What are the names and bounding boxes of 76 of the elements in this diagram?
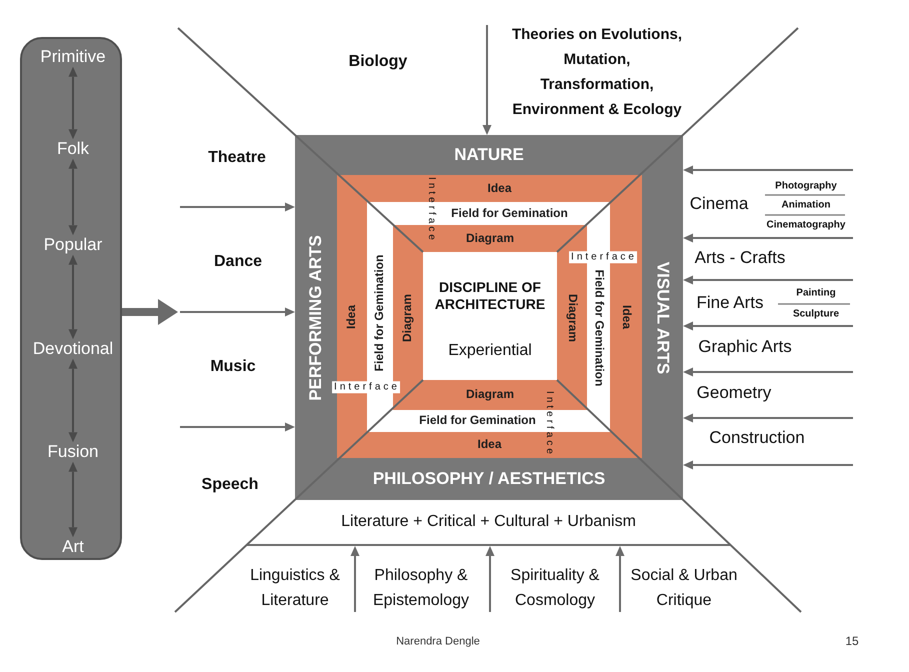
ring-label: Field for Gemination xyxy=(592,270,606,386)
region-label: Philosophy & Epistemology xyxy=(372,566,470,611)
arrow xyxy=(683,276,853,284)
arrow xyxy=(616,546,624,612)
region-label: Spirituality & Cosmology xyxy=(510,566,600,611)
region-label: Speech xyxy=(202,476,258,494)
stage-label: Art xyxy=(62,537,84,557)
sub-label: Cinematography xyxy=(766,219,846,231)
interface-label: Interface xyxy=(543,391,555,457)
double-arrow xyxy=(68,254,78,340)
region-label: Linguistics & Literature xyxy=(249,566,341,611)
center-title: DISCIPLINE OF ARCHITECTURE xyxy=(434,278,546,313)
ring-label: Idea xyxy=(619,304,633,328)
region-label: Arts - Crafts xyxy=(694,248,786,268)
arrow xyxy=(683,322,853,330)
arrow xyxy=(683,166,853,174)
ring-label: Idea xyxy=(478,438,502,452)
ring-label: Diagram xyxy=(565,293,579,342)
arrow xyxy=(180,308,295,316)
double-arrow xyxy=(68,66,78,140)
ring-label: Idea xyxy=(488,182,512,196)
ring-label: Field for Gemination xyxy=(451,206,568,220)
double-arrow xyxy=(68,358,78,442)
sub-label: Photography xyxy=(775,180,837,192)
frame-label: NATURE xyxy=(454,145,524,165)
interface-label: Interface xyxy=(425,177,437,243)
sub-label: Sculpture xyxy=(792,308,840,320)
frame-label: PERFORMING ARTS xyxy=(306,234,326,400)
region-label: Geometry xyxy=(696,383,772,403)
arrow xyxy=(683,234,853,242)
arrow xyxy=(180,422,295,432)
arrow xyxy=(683,460,853,470)
region-label: Fine Arts xyxy=(696,293,764,313)
double-arrow xyxy=(68,158,78,236)
arrow xyxy=(180,202,295,212)
ring-label: Diagram xyxy=(401,293,415,342)
region-label: Biology xyxy=(348,52,408,72)
rounded-panel xyxy=(20,37,122,560)
stage-label: Fusion xyxy=(47,442,99,462)
stage-label: Popular xyxy=(44,235,102,255)
ring-label: Field for Gemination xyxy=(373,254,387,372)
stage-label: Devotional xyxy=(32,339,114,359)
ring-label: Field for Gemination xyxy=(419,414,536,428)
author-name: Narendra Dengle xyxy=(396,636,480,648)
sub-label: Animation xyxy=(782,199,830,211)
region-label: Social & Urban Critique xyxy=(630,566,738,611)
region-label: Graphic Arts xyxy=(698,337,792,357)
frame-label: PHILOSOPHY / AESTHETICS xyxy=(372,469,606,489)
frame-label: VISUAL ARTS xyxy=(652,261,672,374)
note-text: Theories on Evolutions, Mutation, Transformation, Environment & Ecology xyxy=(510,25,684,120)
sub-label: Painting xyxy=(796,287,836,299)
ring-label: Diagram xyxy=(466,232,514,246)
page-number: 15 xyxy=(845,635,859,649)
ring-label: Idea xyxy=(345,304,359,328)
region-label: Music xyxy=(210,358,256,376)
ring-label: Diagram xyxy=(466,388,514,402)
arrow xyxy=(683,368,853,376)
arrow xyxy=(683,414,853,422)
arrow xyxy=(350,546,360,612)
interface-label: Interface xyxy=(332,381,400,393)
region-label: Cinema xyxy=(690,194,748,214)
center-square xyxy=(423,252,557,380)
arrow xyxy=(486,546,494,612)
outer-frame xyxy=(295,135,683,500)
outer-ring xyxy=(337,175,642,458)
interface-label: Interface xyxy=(569,251,637,263)
arrow xyxy=(482,25,492,135)
region-label: Construction xyxy=(709,428,805,448)
stage-label: Folk xyxy=(56,139,90,159)
stage-label: Primitive xyxy=(40,47,106,67)
thick-arrow xyxy=(122,299,178,325)
region-label: Theatre xyxy=(208,148,266,168)
band-label: Literature + Critical + Cultural + Urbanism xyxy=(341,512,636,532)
region-label: Dance xyxy=(214,252,262,272)
double-arrow xyxy=(68,462,78,538)
center-subtitle: Experiential xyxy=(448,341,532,360)
